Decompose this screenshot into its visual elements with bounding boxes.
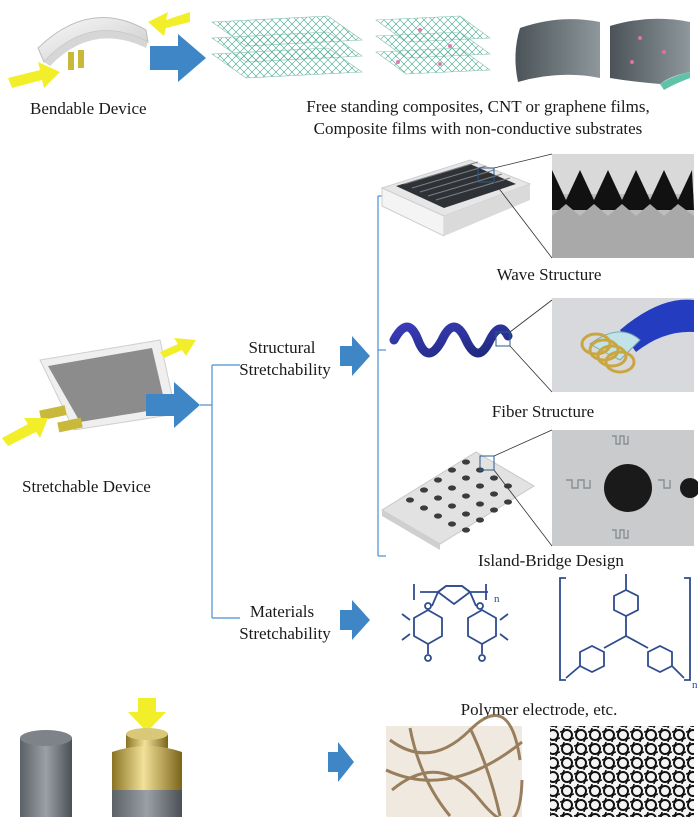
yellow-arrow-icon bbox=[160, 338, 196, 358]
island-bridge-design-label: Island-Bridge Design bbox=[478, 551, 624, 570]
blue-arrow-icon bbox=[340, 600, 370, 640]
curved-film-icon bbox=[515, 19, 600, 82]
fibrous-network-image bbox=[385, 713, 524, 817]
blue-arrow-icon bbox=[340, 336, 370, 376]
polymer-electrode-label: Polymer electrode, etc. bbox=[460, 700, 618, 719]
cnt-film-stack-icon bbox=[211, 15, 363, 79]
polymer-structure-1-icon bbox=[401, 584, 509, 662]
stretchable-device-icon bbox=[39, 339, 177, 433]
wave-structure-label: Wave Structure bbox=[496, 265, 602, 284]
bendable-description-line1: Free standing composites, CNT or graphen… bbox=[306, 97, 650, 116]
island-bridge-zoom-image bbox=[552, 430, 698, 546]
island-bridge-icon bbox=[381, 429, 553, 550]
blue-arrow-icon bbox=[328, 742, 354, 782]
yellow-arrow-icon bbox=[2, 418, 48, 446]
yellow-arrow-icon bbox=[128, 698, 166, 732]
graphene-film-stack-icon bbox=[375, 15, 491, 75]
wave-structure-icon bbox=[380, 153, 553, 259]
structural-stretchability-line1: Structural bbox=[248, 338, 316, 357]
bendable-device-label: Bendable Device bbox=[30, 99, 147, 118]
cylinder-icon bbox=[20, 730, 72, 817]
polymer-2-n-subscript: n bbox=[692, 679, 698, 691]
foam-network-image bbox=[550, 726, 694, 817]
compressed-cylinder-icon bbox=[112, 728, 182, 817]
bendable-description-line2: Composite films with non-conductive subs… bbox=[313, 119, 643, 138]
structural-stretchability-line2: Stretchability bbox=[239, 360, 331, 379]
fiber-structure-icon bbox=[389, 322, 513, 358]
wave-structure-zoom-image bbox=[552, 154, 694, 258]
fiber-structure-label: Fiber Structure bbox=[491, 402, 595, 421]
yellow-arrow-icon bbox=[8, 62, 60, 88]
blue-arrow-icon bbox=[150, 34, 206, 82]
stretchable-device-label: Stretchable Device bbox=[22, 477, 151, 496]
materials-stretchability-line1: Materials bbox=[249, 602, 315, 621]
polymer-structure-2-icon bbox=[559, 574, 691, 681]
fiber-structure-zoom-image bbox=[552, 298, 694, 392]
yellow-arrow-icon bbox=[148, 12, 190, 36]
curved-composite-substrate-icon bbox=[610, 18, 690, 84]
polymer-1-n-subscript: n bbox=[494, 593, 500, 605]
materials-stretchability-line2: Stretchability bbox=[239, 624, 331, 643]
bent-device-icon bbox=[37, 17, 149, 70]
blue-arrow-icon bbox=[146, 382, 200, 428]
